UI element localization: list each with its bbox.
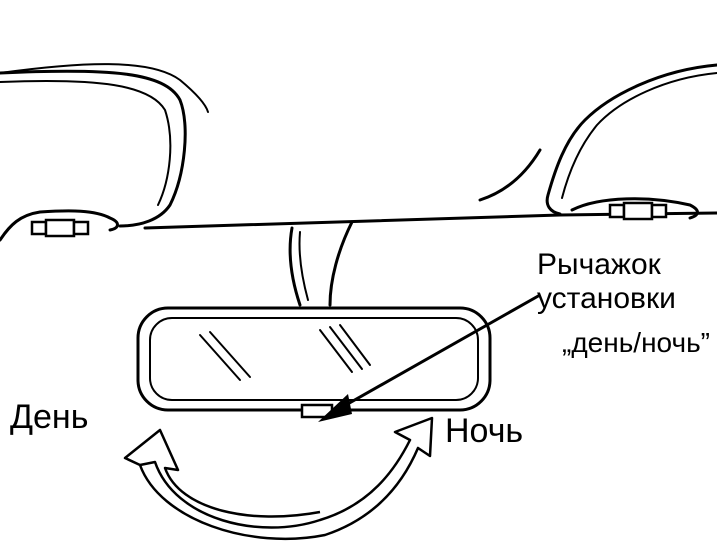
right-pillar-base — [570, 197, 699, 220]
lever-label-line3: „день/ночь” — [562, 327, 710, 358]
right-pillar-outer — [545, 63, 717, 216]
left-pillar-outer — [0, 69, 187, 228]
right-visor-clip — [608, 201, 668, 221]
lever-pointer-arrow — [318, 293, 541, 422]
night-label: Ночь — [445, 412, 523, 450]
left-visor-clip — [30, 218, 90, 238]
lever-label-line1: Рычажок — [537, 248, 662, 281]
day-night-curved-arrow — [123, 416, 434, 541]
rearview-mirror — [136, 306, 492, 412]
left-pillar-trim — [0, 209, 119, 242]
day-label: День — [10, 398, 88, 436]
right-pillar-trim — [478, 148, 542, 202]
left-pillar-inner — [0, 79, 172, 206]
mirror-mount — [288, 220, 354, 307]
right-pillar-inner — [561, 72, 717, 199]
lever-label-line2: установки — [537, 282, 676, 315]
headliner-edge — [0, 63, 209, 113]
